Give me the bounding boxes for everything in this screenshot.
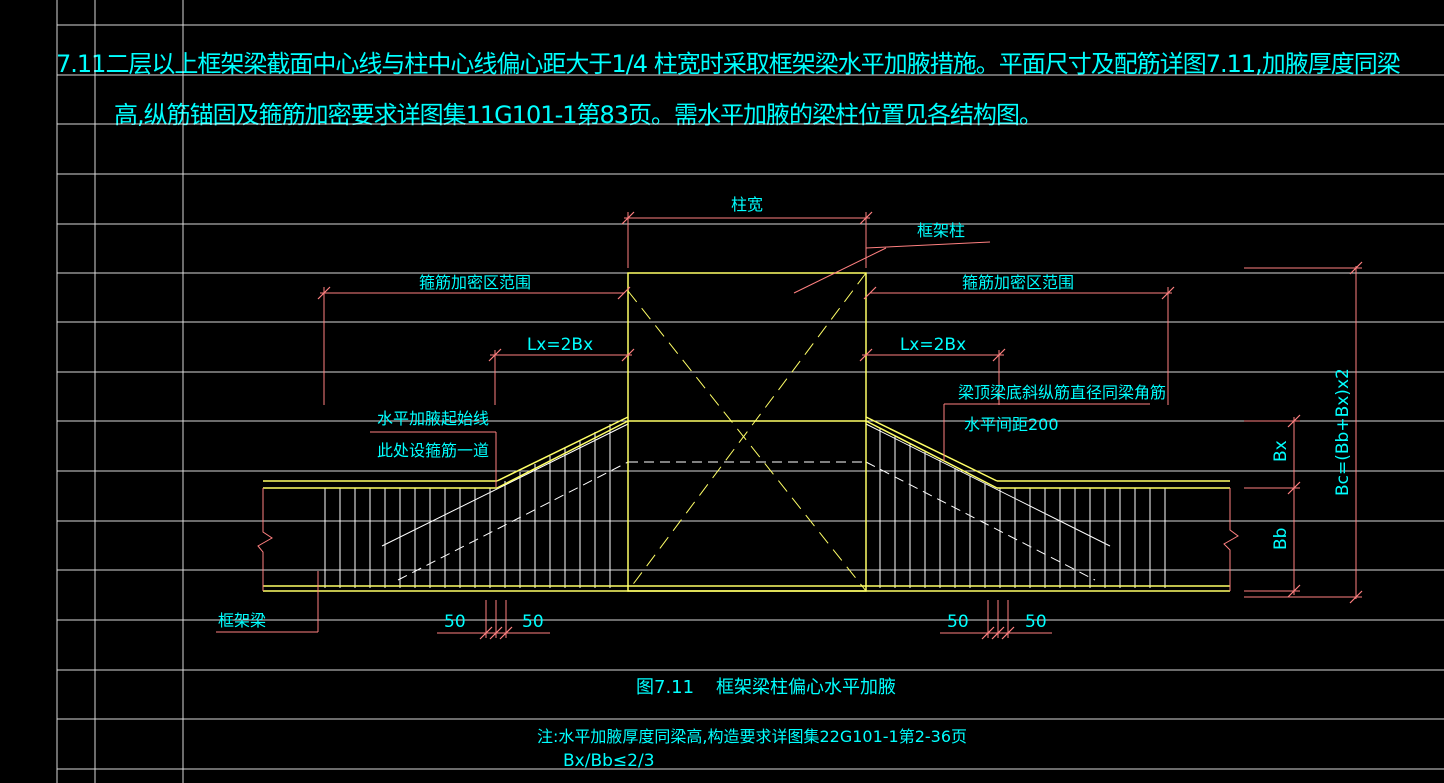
table-grid (56, 0, 1444, 783)
label-bc: Bc=(Bb+Bx)x2 (1333, 368, 1353, 496)
label-spacing-note: 水平间距200 (964, 415, 1059, 434)
dim-50-4: 50 (1025, 612, 1047, 632)
note-line-2: Bx/Bb≤2/3 (563, 751, 655, 771)
caption-number: 图7.11 (636, 677, 694, 698)
label-haunch-start-line: 水平加腋起始线 (377, 409, 489, 428)
label-bb: Bb (1271, 528, 1291, 550)
dim-50-1: 50 (444, 612, 466, 632)
dimension-lines (216, 212, 1362, 638)
label-rebar-note: 梁顶梁底斜纵筋直径同梁角筋 (958, 383, 1166, 402)
label-stirrup-zone-left: 箍筋加密区范围 (419, 273, 531, 292)
label-stirrup-zone-right: 箍筋加密区范围 (962, 273, 1074, 292)
diagonal-rebars-dashed (397, 461, 1096, 581)
dim-50-2: 50 (522, 612, 544, 632)
break-marks (257, 488, 1239, 591)
tick-marks (317, 211, 1363, 640)
label-lx-left: Lx=2Bx (527, 335, 593, 355)
label-frame-column: 框架柱 (917, 221, 965, 240)
label-stirrup-here: 此处设箍筋一道 (377, 441, 489, 460)
label-column-width: 柱宽 (731, 195, 763, 214)
label-lx-right: Lx=2Bx (900, 335, 966, 355)
column-cross-dashed (627, 272, 867, 592)
stirrups (324, 424, 1166, 588)
label-frame-beam: 框架梁 (218, 611, 266, 630)
diagonal-rebars (381, 423, 1111, 547)
note-line-1: 注:水平加腋厚度同梁高,构造要求详图集22G101-1第2-36页 (537, 727, 967, 746)
caption-title: 框架梁柱偏心水平加腋 (716, 677, 896, 698)
dim-50-3: 50 (947, 612, 969, 632)
label-bx: Bx (1271, 440, 1291, 462)
heading-line-1: 7.11二层以上框架梁截面中心线与柱中心线偏心距大于1/4 柱宽时采取框架梁水平… (56, 50, 1401, 78)
